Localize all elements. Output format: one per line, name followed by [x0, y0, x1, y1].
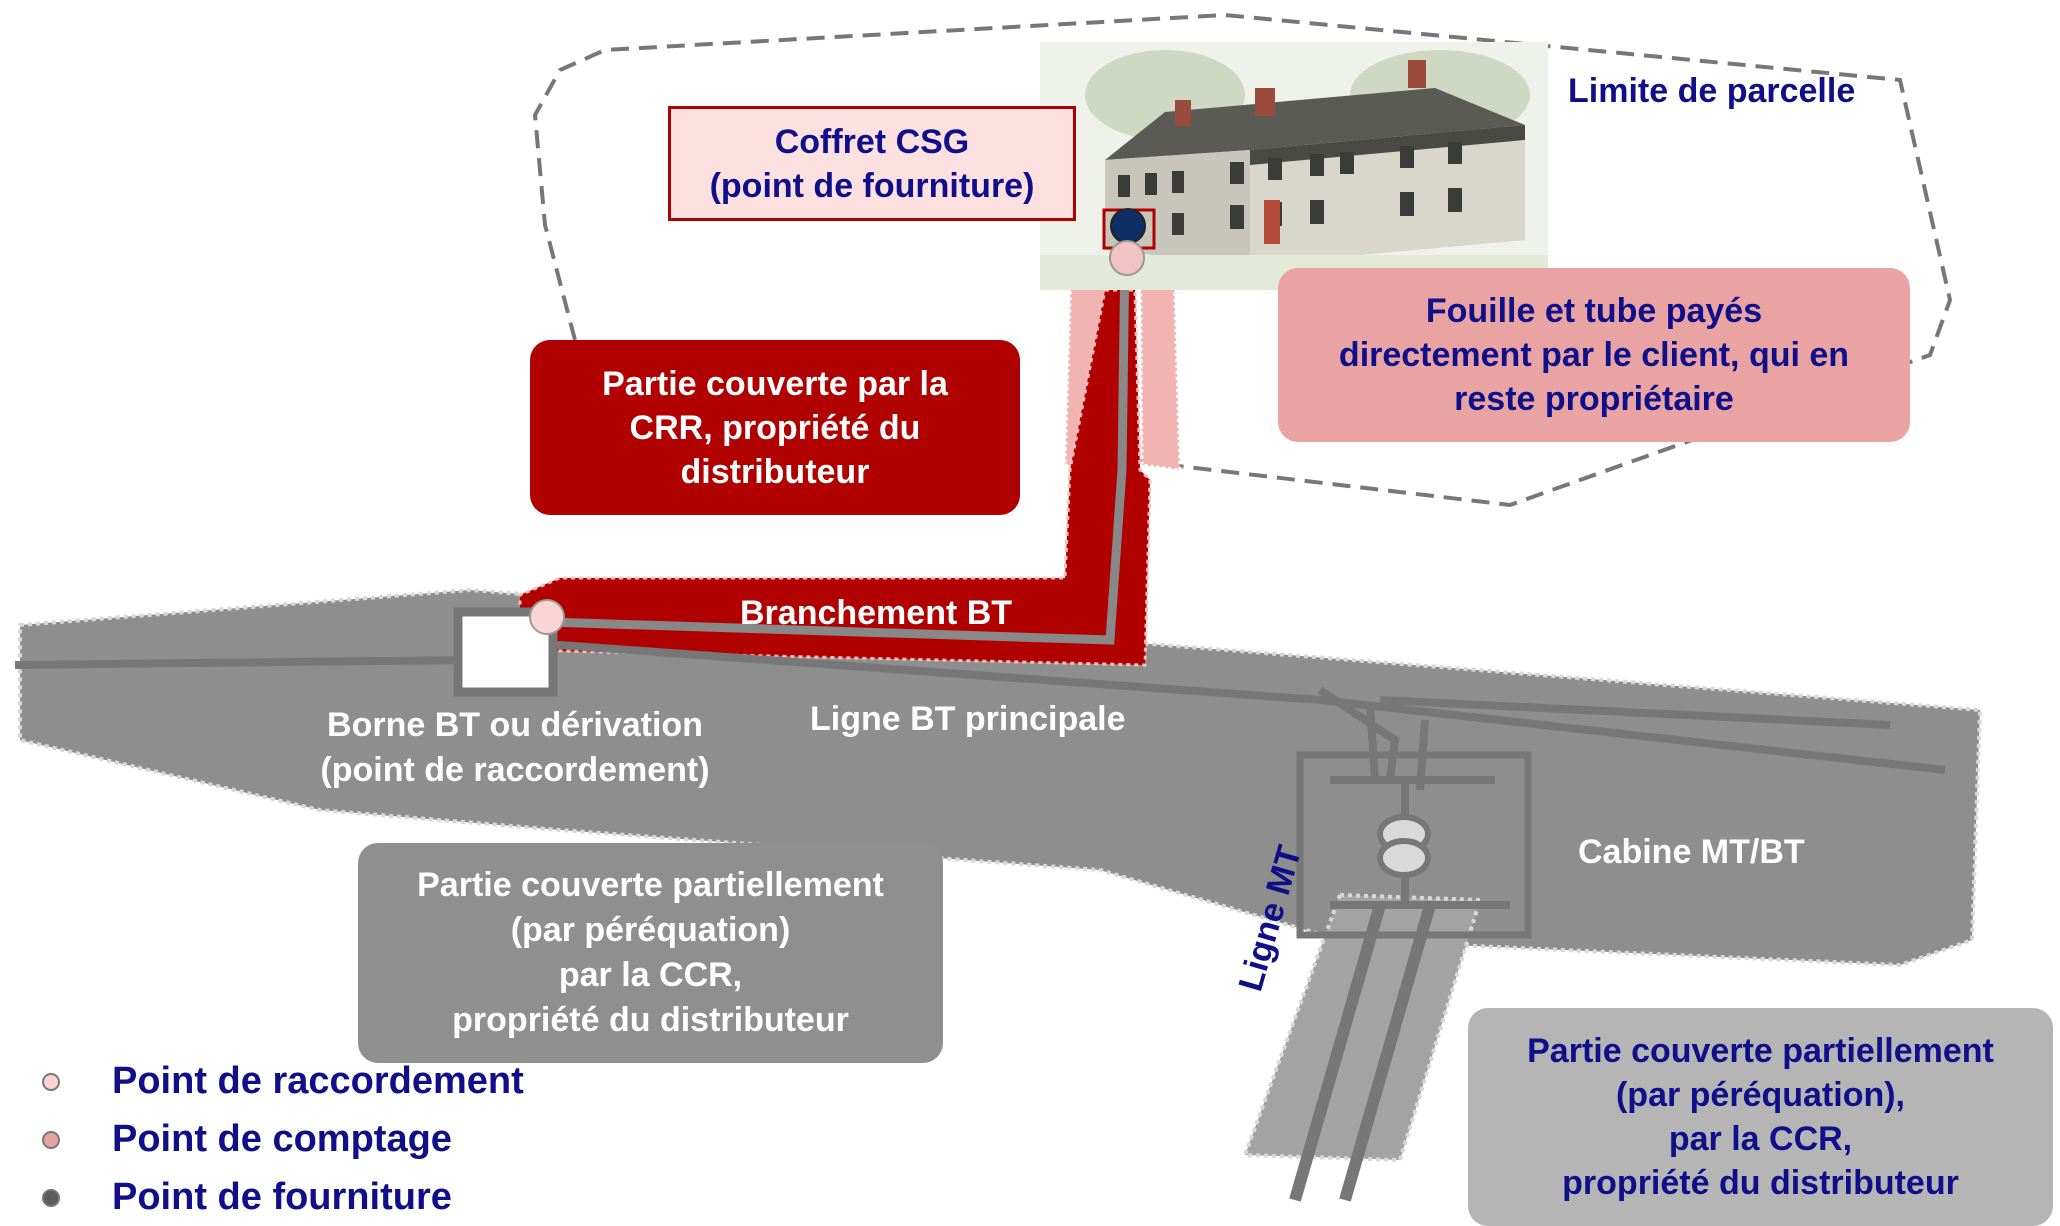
crr-label: Partie couverte par la CRR, propriété du…: [602, 364, 948, 491]
bt-branch-line-3: [1366, 704, 1379, 781]
house-illustration: [1040, 42, 1548, 290]
window-2: [1145, 173, 1157, 195]
window-10: [1400, 146, 1414, 168]
bt-branch-line-2: [1379, 696, 1891, 729]
window-8: [1310, 154, 1324, 176]
chimney-1: [1175, 100, 1191, 126]
window-11: [1448, 142, 1462, 164]
legend-label-fourniture: Point de fourniture: [112, 1176, 452, 1218]
window-14: [1310, 200, 1324, 224]
legend-label-raccordement: Point de raccordement: [112, 1060, 524, 1102]
window-7: [1268, 158, 1282, 180]
dark-gray-dot-icon: [42, 1188, 60, 1207]
window-5: [1172, 213, 1184, 235]
bt-branch-line-1: [1317, 686, 1400, 781]
ccr-right-label: Partie couverte partiellement (par péréq…: [1527, 1032, 1994, 1202]
point-raccordement-marker: [529, 599, 565, 635]
ccr-left-box: Partie couverte partiellement (par péréq…: [358, 843, 943, 1063]
pink-dot-icon: [42, 1130, 60, 1149]
mt-cable-1: [1289, 903, 1386, 1202]
branchement-wire: [547, 249, 1130, 645]
chimney-3: [1408, 60, 1426, 88]
borne-label: Borne BT ou dérivation (point de raccord…: [320, 706, 710, 789]
fouille-label: Fouille et tube payés directement par le…: [1338, 292, 1850, 418]
bt-main-line: [14, 640, 1946, 774]
limite-label: Limite de parcelle: [1568, 72, 1856, 110]
house-door: [1264, 200, 1280, 244]
house-roof-front: [1105, 88, 1525, 160]
legend-item-comptage: Point de comptage: [42, 1118, 452, 1161]
transformer-coil-bottom: [1377, 838, 1431, 878]
mt-cable-2: [1339, 903, 1436, 1202]
window-1: [1118, 175, 1130, 197]
ccr-right-box: Partie couverte partiellement (par péréq…: [1468, 1008, 2053, 1226]
fouille-box: Fouille et tube payés directement par le…: [1278, 268, 1910, 442]
legend-label-comptage: Point de comptage: [112, 1118, 452, 1160]
point-comptage-marker: [1109, 240, 1145, 276]
ccr-left-label: Partie couverte partiellement (par péréq…: [417, 866, 884, 1039]
chimney-2: [1255, 88, 1275, 116]
window-16: [1448, 188, 1462, 212]
mt-zone: [1242, 892, 1483, 1163]
window-15: [1400, 192, 1414, 216]
cabine-box: [1296, 751, 1532, 939]
window-6: [1230, 162, 1244, 184]
legend-item-fourniture: Point de fourniture: [42, 1176, 452, 1219]
coffret-label-box: Coffret CSG (point de fourniture): [668, 106, 1076, 221]
window-12: [1230, 205, 1244, 229]
legend-item-raccordement: Point de raccordement: [42, 1060, 524, 1103]
branchement-label: Branchement BT: [740, 594, 1013, 632]
window-3: [1172, 171, 1184, 193]
window-9: [1340, 152, 1354, 174]
cabine-label: Cabine MT/BT: [1578, 833, 1805, 871]
light-pink-dot-icon: [42, 1072, 60, 1091]
coffret-label: Coffret CSG (point de fourniture): [709, 122, 1035, 205]
crr-box: Partie couverte par la CRR, propriété du…: [530, 340, 1020, 515]
point-fourniture-marker: [1110, 208, 1146, 244]
ligne-bt-label: Ligne BT principale: [810, 700, 1126, 738]
